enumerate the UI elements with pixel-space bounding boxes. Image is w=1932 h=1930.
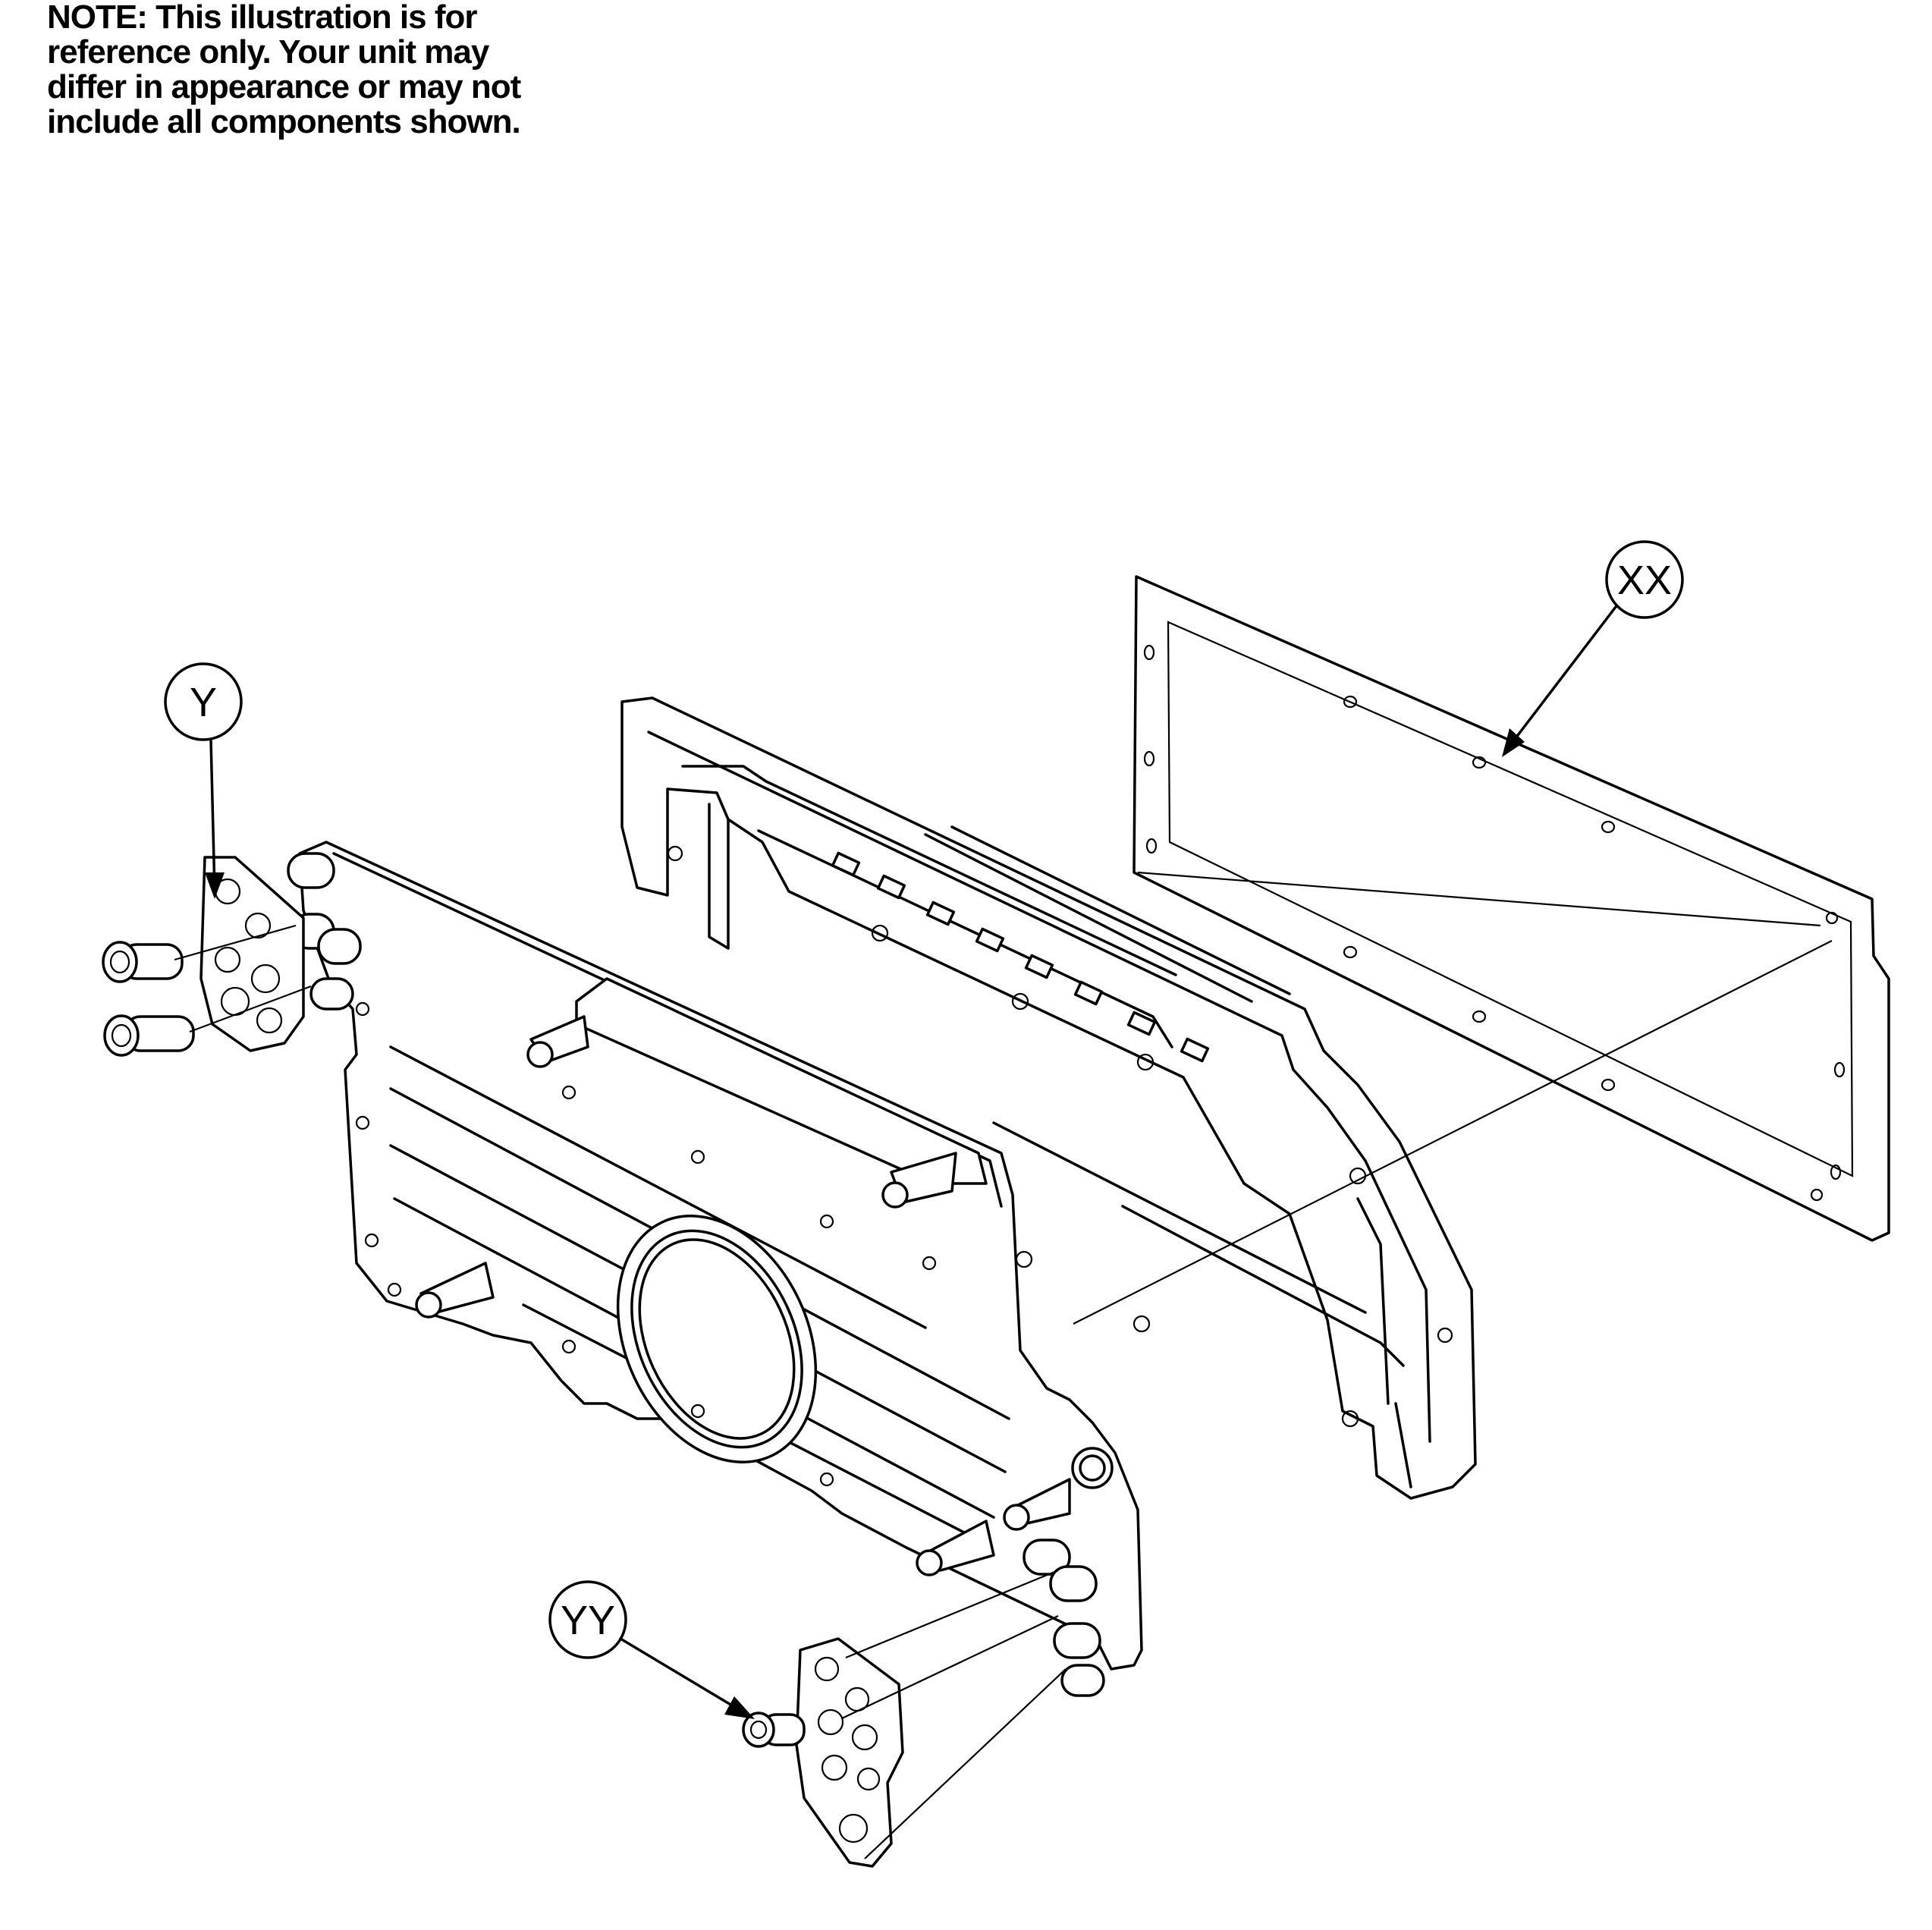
- note-line-2: reference only. Your unit may: [47, 33, 489, 71]
- reference-note: NOTE: This illustration is for reference…: [47, 0, 593, 140]
- fitting-y-1: [102, 941, 184, 983]
- note-line-1: NOTE: This illustration is for: [47, 0, 477, 36]
- callout-y: Y: [164, 662, 243, 899]
- callout-y-label: Y: [190, 680, 217, 725]
- callout-xx: XX: [1502, 540, 1684, 757]
- projection-lines: [174, 871, 1833, 1859]
- front-plate: [287, 841, 1143, 1697]
- fitting-y-2: [103, 1014, 195, 1057]
- fitting-yy: [742, 1712, 806, 1748]
- callout-yy: YY: [548, 1580, 755, 1719]
- inlet-flange-top: [199, 856, 305, 1052]
- note-line-3: differ in appearance or may not: [47, 68, 521, 105]
- note-line-4: include all components shown.: [47, 103, 521, 140]
- gasket-part: [1132, 575, 1890, 1242]
- inlet-flange-bottom: [795, 1637, 904, 1868]
- rear-frame-housing: [620, 696, 1477, 1500]
- callout-xx-label: XX: [1617, 558, 1672, 603]
- callout-yy-label: YY: [561, 1598, 615, 1643]
